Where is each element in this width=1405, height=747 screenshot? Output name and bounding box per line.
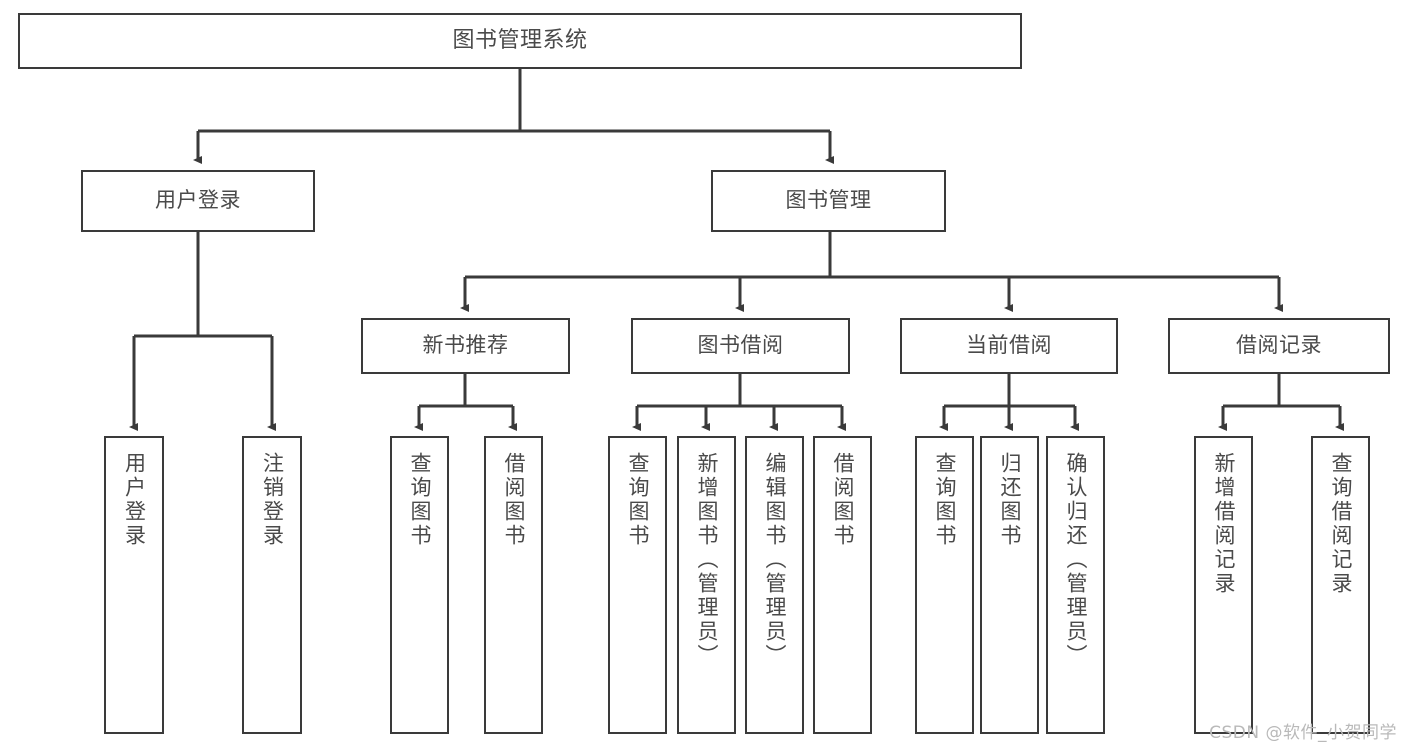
node-label: 借阅图书 bbox=[501, 452, 526, 548]
node-book-borrow[interactable]: 图书借阅 bbox=[631, 318, 850, 374]
leaf-user-logout[interactable]: 注销登录 bbox=[242, 436, 302, 734]
node-label: 归还图书 bbox=[997, 452, 1022, 548]
leaf-new-book-query[interactable]: 查询图书 bbox=[390, 436, 449, 734]
leaf-record-query[interactable]: 查询借阅记录 bbox=[1311, 436, 1370, 734]
node-label: 借阅记录 bbox=[1236, 333, 1322, 358]
node-label: 新增图书（管理员） bbox=[694, 452, 719, 668]
node-label: 查询图书 bbox=[407, 452, 432, 548]
node-borrow-record[interactable]: 借阅记录 bbox=[1168, 318, 1390, 374]
leaf-record-add[interactable]: 新增借阅记录 bbox=[1194, 436, 1253, 734]
leaf-user-login[interactable]: 用户登录 bbox=[104, 436, 164, 734]
node-label: 图书管理 bbox=[785, 188, 872, 213]
node-label: 查询借阅记录 bbox=[1328, 452, 1353, 596]
leaf-current-confirm-return-admin[interactable]: 确认归还（管理员） bbox=[1046, 436, 1105, 734]
node-user-login[interactable]: 用户登录 bbox=[81, 170, 315, 232]
node-book-management[interactable]: 图书管理 bbox=[711, 170, 946, 232]
leaf-current-return-book[interactable]: 归还图书 bbox=[980, 436, 1039, 734]
leaf-current-query-book[interactable]: 查询图书 bbox=[915, 436, 974, 734]
node-label: 新增借阅记录 bbox=[1211, 452, 1236, 596]
node-label: 图书借阅 bbox=[697, 333, 784, 358]
node-label: 用户登录 bbox=[122, 452, 147, 548]
node-label: 查询图书 bbox=[932, 452, 957, 548]
watermark-text: CSDN @软件_小贺同学 bbox=[1209, 723, 1397, 743]
node-label: 用户登录 bbox=[155, 188, 241, 213]
leaf-new-book-borrow[interactable]: 借阅图书 bbox=[484, 436, 543, 734]
leaf-borrow-edit-book-admin[interactable]: 编辑图书（管理员） bbox=[745, 436, 804, 734]
leaf-borrow-query-book[interactable]: 查询图书 bbox=[608, 436, 667, 734]
leaf-borrow-borrow-book[interactable]: 借阅图书 bbox=[813, 436, 872, 734]
leaf-borrow-add-book-admin[interactable]: 新增图书（管理员） bbox=[677, 436, 736, 734]
node-label: 查询图书 bbox=[625, 452, 650, 548]
node-label: 当前借阅 bbox=[966, 333, 1052, 358]
node-label: 编辑图书（管理员） bbox=[762, 452, 787, 668]
node-current-borrow[interactable]: 当前借阅 bbox=[900, 318, 1118, 374]
node-label: 图书管理系统 bbox=[452, 27, 588, 53]
node-label: 注销登录 bbox=[260, 452, 285, 548]
node-label: 确认归还（管理员） bbox=[1063, 452, 1088, 668]
node-label: 新书推荐 bbox=[422, 333, 509, 358]
node-root-system[interactable]: 图书管理系统 bbox=[18, 13, 1022, 69]
node-label: 借阅图书 bbox=[830, 452, 855, 548]
node-new-book-recommend[interactable]: 新书推荐 bbox=[361, 318, 570, 374]
